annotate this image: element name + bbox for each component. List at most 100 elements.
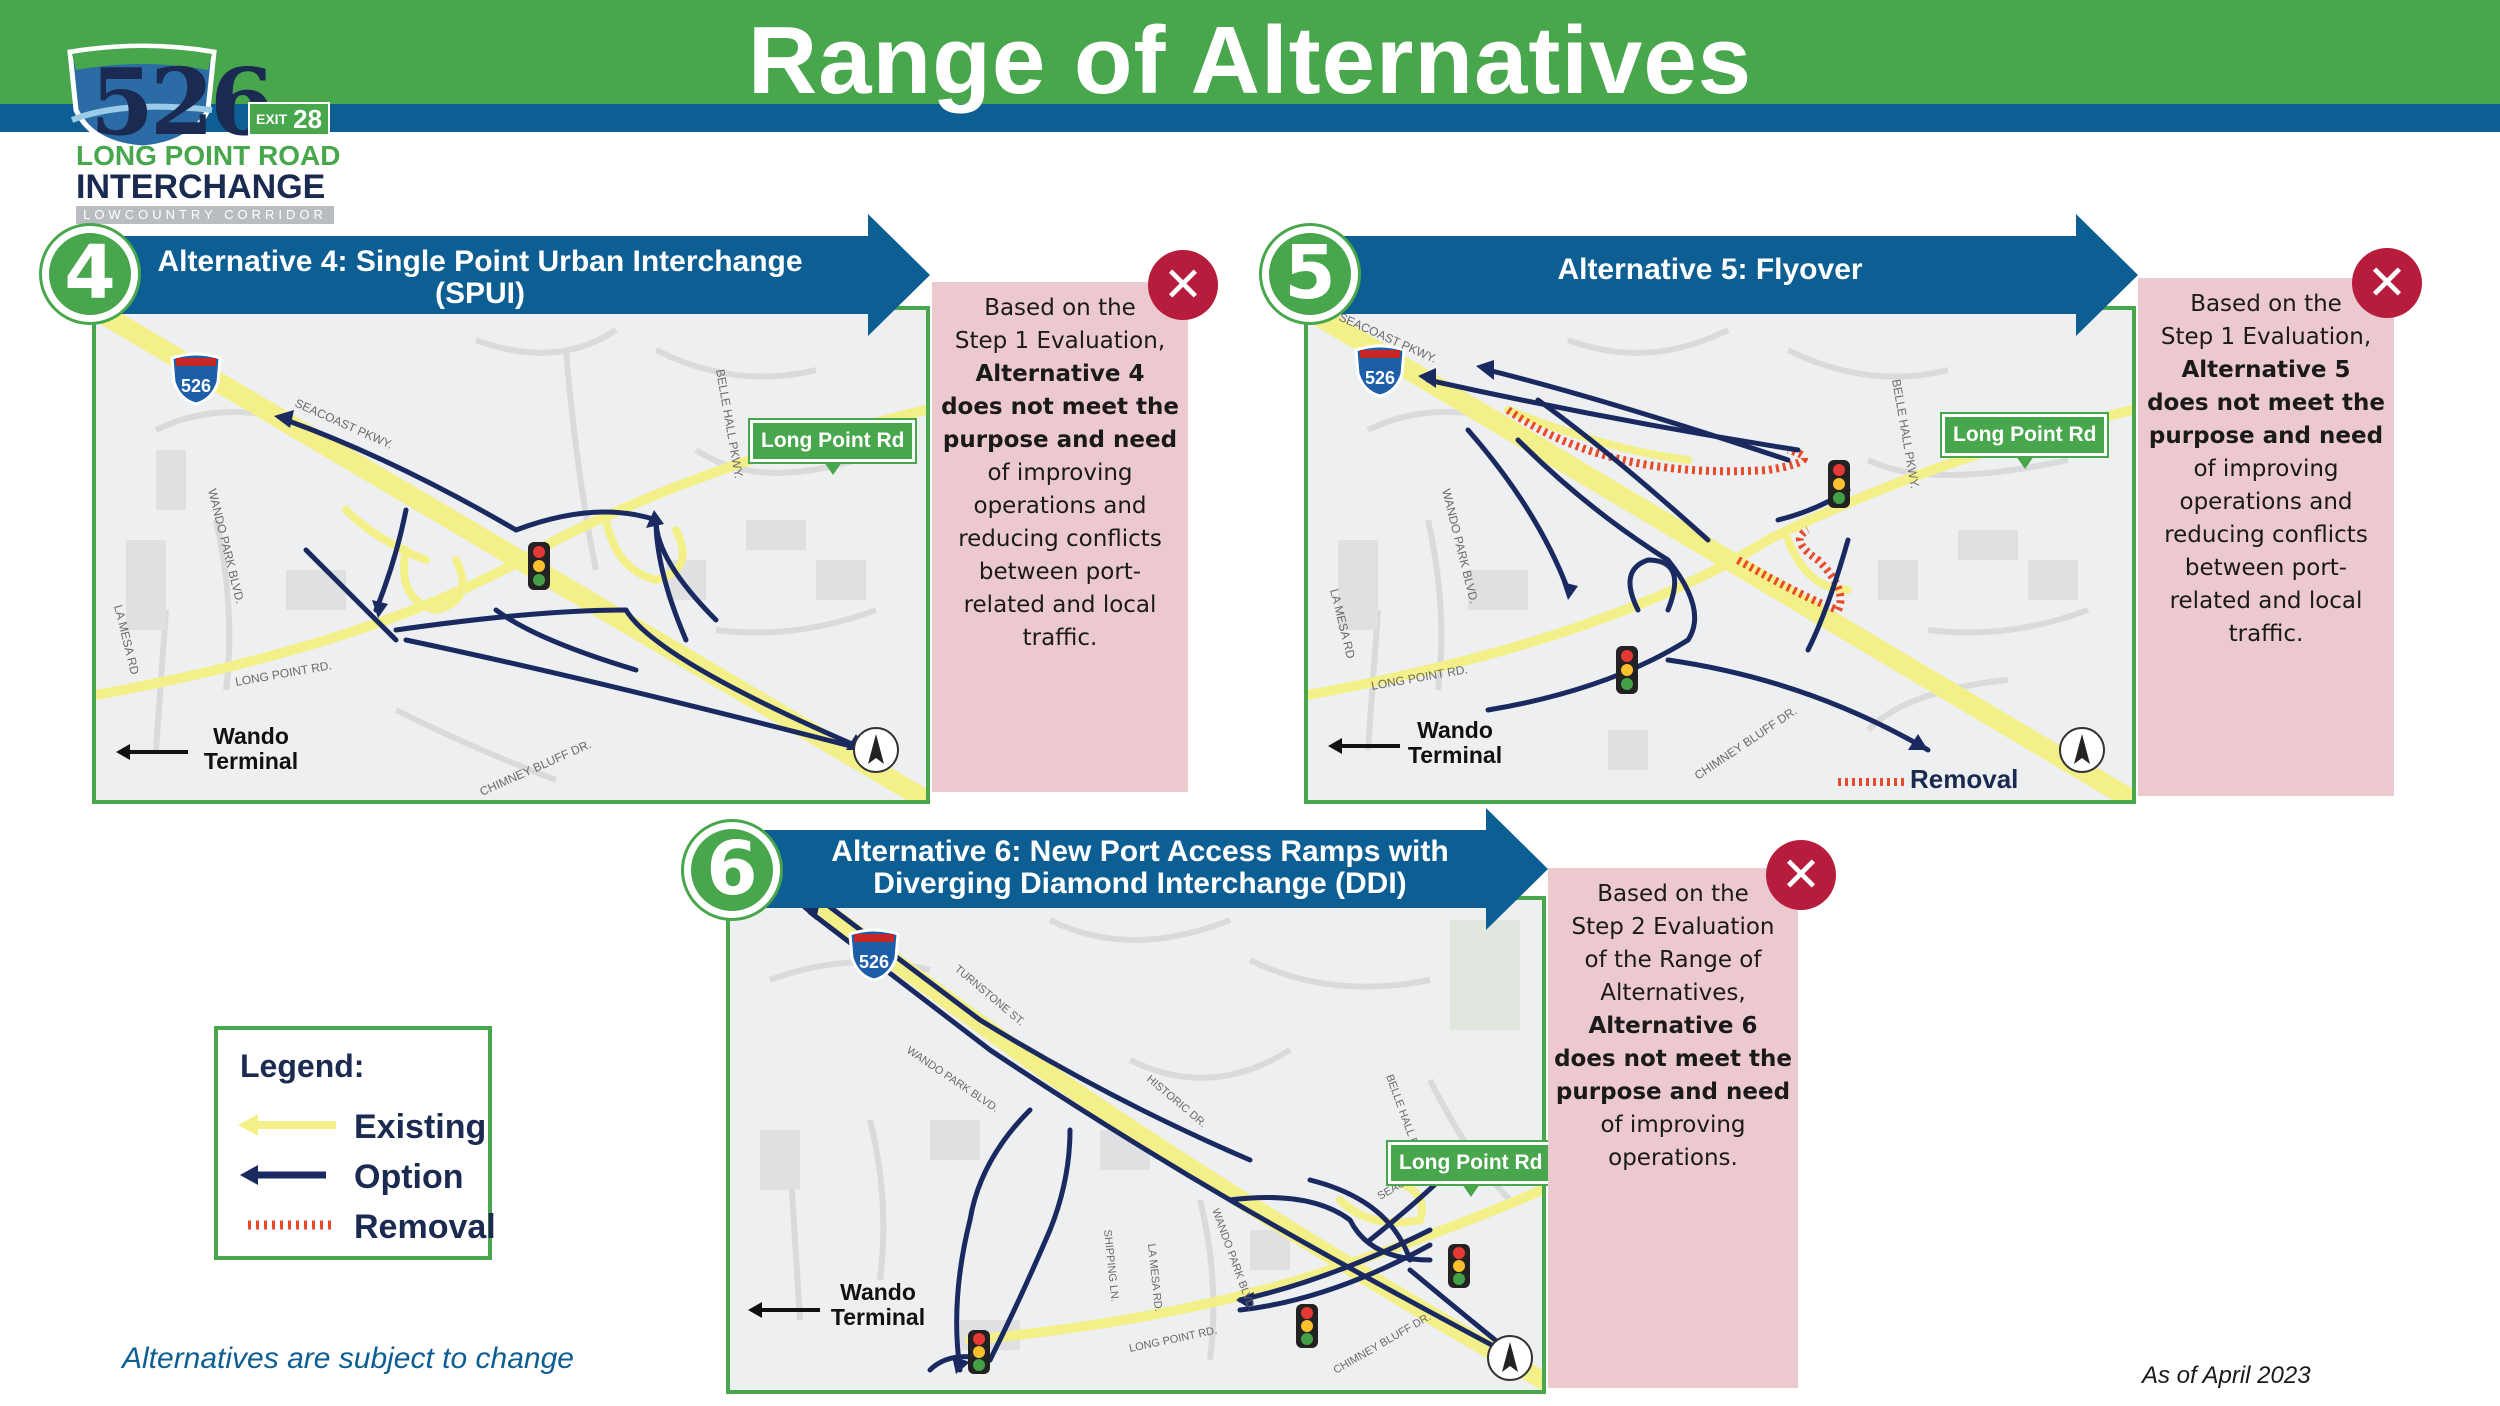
alt6-interstate-shield-icon bbox=[848, 928, 900, 982]
alt5-eval-tail: between port- bbox=[2184, 555, 2348, 581]
alt5-eval-tail: of improving bbox=[2193, 456, 2339, 482]
header-bar bbox=[0, 0, 2500, 104]
alt4-eval-tail: between port- bbox=[978, 559, 1142, 585]
existing-line-icon bbox=[238, 1114, 336, 1136]
footnote: Alternatives are subject to change bbox=[122, 1342, 574, 1375]
alt6-wando-arrow-icon bbox=[748, 1302, 820, 1318]
svg-text:LA MESA RD.: LA MESA RD. bbox=[1145, 1243, 1164, 1312]
alt5-removal-ramps bbox=[1505, 406, 1845, 615]
alt6-title-banner bbox=[742, 808, 1548, 930]
alt4-title-wrap: Alternative 4: Single Point Urban Interc… bbox=[130, 246, 830, 316]
alt5-removal-label: Removal bbox=[1910, 764, 2019, 794]
alt5-interstate-number: 526 bbox=[1365, 368, 1395, 388]
exit-badge: EXIT 28 bbox=[248, 102, 331, 136]
alt4-map: 526 SEACOAST PKWY. BELLE HALL PKWY. WAND… bbox=[92, 306, 930, 804]
option-line-icon bbox=[240, 1165, 326, 1185]
alt4-traffic-signal bbox=[528, 542, 550, 590]
alt5-local-streets bbox=[1365, 327, 2090, 751]
alt5-interstate-shield-icon bbox=[1354, 344, 1406, 398]
alt6-title-wrap: Alternative 6: New Port Access Ramps wit… bbox=[800, 836, 1480, 906]
alt4-number-badge: 4 bbox=[42, 226, 138, 322]
alt6-traffic-signal-3 bbox=[1448, 1244, 1470, 1288]
alt6-interstate-number: 526 bbox=[859, 952, 889, 972]
logo-line-3: LOWCOUNTRY CORRIDOR bbox=[76, 206, 334, 224]
alt4-buildings bbox=[126, 450, 866, 630]
alt6-title: Alternative 6: New Port Access Ramps wit… bbox=[831, 835, 1449, 900]
legend-title: Legend: bbox=[240, 1048, 365, 1084]
alt5-rejected-x-icon: ✕ bbox=[2352, 248, 2422, 318]
alt4-interstate-number: 526 bbox=[181, 376, 211, 396]
alt6-traffic-signal-2 bbox=[1296, 1304, 1318, 1348]
svg-text:LONG POINT RD.: LONG POINT RD. bbox=[1128, 1325, 1218, 1355]
alt6-park-area bbox=[1450, 920, 1520, 1030]
alt4-north-arrow-icon bbox=[853, 727, 899, 773]
alt6-north-arrow-icon bbox=[1487, 1335, 1533, 1381]
legend-option-label: Option bbox=[354, 1158, 464, 1196]
alt4-eval-tail: related and local bbox=[963, 592, 1157, 618]
alt5-buildings bbox=[1338, 530, 2078, 770]
legend: Legend: Existing Option Removal bbox=[214, 1026, 496, 1260]
alt6-eval-bold: purpose and need bbox=[1555, 1079, 1791, 1105]
alt4-eval-tail: of improving bbox=[987, 460, 1133, 486]
alt5-eval-tail: reducing conflicts bbox=[2164, 522, 2368, 548]
alt5-eval-line: Based on the bbox=[2190, 291, 2342, 317]
alt5-eval-bold: Alternative 5 bbox=[2181, 357, 2351, 383]
alt6-evaluation-box: Based on the Step 2 Evaluation of the Ra… bbox=[1548, 868, 1798, 1388]
legend-existing-label: Existing bbox=[354, 1108, 487, 1146]
project-logo: 526 EXIT 28 LONG POINT ROAD INTERCHANGE … bbox=[56, 36, 356, 226]
logo-line-1: LONG POINT ROAD bbox=[76, 140, 341, 171]
alt4-eval-tail: operations and bbox=[973, 493, 1147, 519]
alt5-traffic-signal-2 bbox=[1616, 646, 1638, 694]
alt4-title-banner bbox=[108, 214, 930, 336]
svg-text:SHIPPING LN.: SHIPPING LN. bbox=[1101, 1229, 1121, 1303]
alt4-eval-bold: Alternative 4 bbox=[975, 361, 1145, 387]
alt6-rejected-x-icon: ✕ bbox=[1766, 840, 1836, 910]
removal-line-icon bbox=[248, 1220, 336, 1230]
legend-existing: Existing bbox=[236, 1106, 486, 1146]
alt6-wando-terminal-label: Wando Terminal bbox=[830, 1279, 926, 1330]
alt5-eval-tail: traffic. bbox=[2228, 621, 2304, 647]
alt6-map-drawing: 526 TURNSTONE ST. WANDO PARK BLVD. HISTO… bbox=[748, 900, 1542, 1389]
alt5-number-badge: 5 bbox=[1262, 226, 1358, 322]
alt6-long-point-rd-chip: Long Point Rd bbox=[1388, 1142, 1554, 1197]
alt4-wando-terminal-label: Wando Terminal bbox=[203, 723, 299, 774]
alt4-eval-line: Based on the bbox=[984, 295, 1136, 321]
alt5-eval-bold: does not meet the bbox=[2147, 390, 2385, 416]
alt4-evaluation-box: Based on the Step 1 Evaluation, Alternat… bbox=[932, 282, 1188, 792]
svg-text:CHIMNEY BLUFF DR.: CHIMNEY BLUFF DR. bbox=[1692, 704, 1800, 783]
alt6-eval-line: Step 2 Evaluation bbox=[1571, 914, 1775, 940]
alt4-eval-bold: does not meet the bbox=[941, 394, 1179, 420]
legend-removal-label: Removal bbox=[354, 1208, 496, 1246]
alt5-eval-tail: operations and bbox=[2179, 489, 2353, 515]
alt5-eval-line: Step 1 Evaluation, bbox=[2160, 324, 2372, 350]
alt5-wando-arrow-icon bbox=[1328, 738, 1400, 754]
alt6-eval-bold: Alternative 6 bbox=[1588, 1013, 1758, 1039]
svg-text:CHIMNEY BLUFF DR.: CHIMNEY BLUFF DR. bbox=[478, 737, 594, 799]
alt5-title: Alternative 5: Flyover bbox=[1557, 253, 1863, 286]
alt4-long-point-rd-chip: Long Point Rd bbox=[750, 420, 916, 475]
alt4-rejected-x-icon: ✕ bbox=[1148, 250, 1218, 320]
alt5-title-banner bbox=[1318, 214, 2138, 336]
alt6-eval-tail: of improving bbox=[1600, 1112, 1746, 1138]
alt6-existing-roads bbox=[801, 900, 1542, 1389]
alt4-eval-line: Step 1 Evaluation, bbox=[954, 328, 1166, 354]
alt6-number-badge: 6 bbox=[684, 822, 780, 918]
alt4-eval-tail: reducing conflicts bbox=[958, 526, 1162, 552]
alt5-title-wrap: Alternative 5: Flyover bbox=[1360, 254, 2060, 294]
alt4-option-ramps bbox=[283, 417, 869, 753]
alt5-north-arrow-icon bbox=[2059, 727, 2105, 773]
legend-removal: Removal bbox=[236, 1206, 496, 1246]
alt6-eval-tail: operations. bbox=[1608, 1145, 1738, 1171]
svg-text:HISTORIC DR.: HISTORIC DR. bbox=[1144, 1073, 1209, 1130]
as-of-date: As of April 2023 bbox=[2142, 1362, 2311, 1389]
exit-number: 28 bbox=[293, 103, 323, 134]
logo-line-2: INTERCHANGE bbox=[76, 168, 326, 206]
exit-word: EXIT bbox=[256, 111, 288, 127]
alt6-eval-line: Based on the bbox=[1597, 881, 1749, 907]
svg-text:CHIMNEY BLUFF DR.: CHIMNEY BLUFF DR. bbox=[1332, 1311, 1434, 1377]
alt5-option-ramps bbox=[1425, 367, 1931, 753]
alt5-eval-tail: related and local bbox=[2169, 588, 2363, 614]
legend-option: Option bbox=[236, 1156, 486, 1196]
alt6-eval-bold: does not meet the bbox=[1554, 1046, 1792, 1072]
alt5-traffic-signal-1 bbox=[1828, 460, 1850, 508]
